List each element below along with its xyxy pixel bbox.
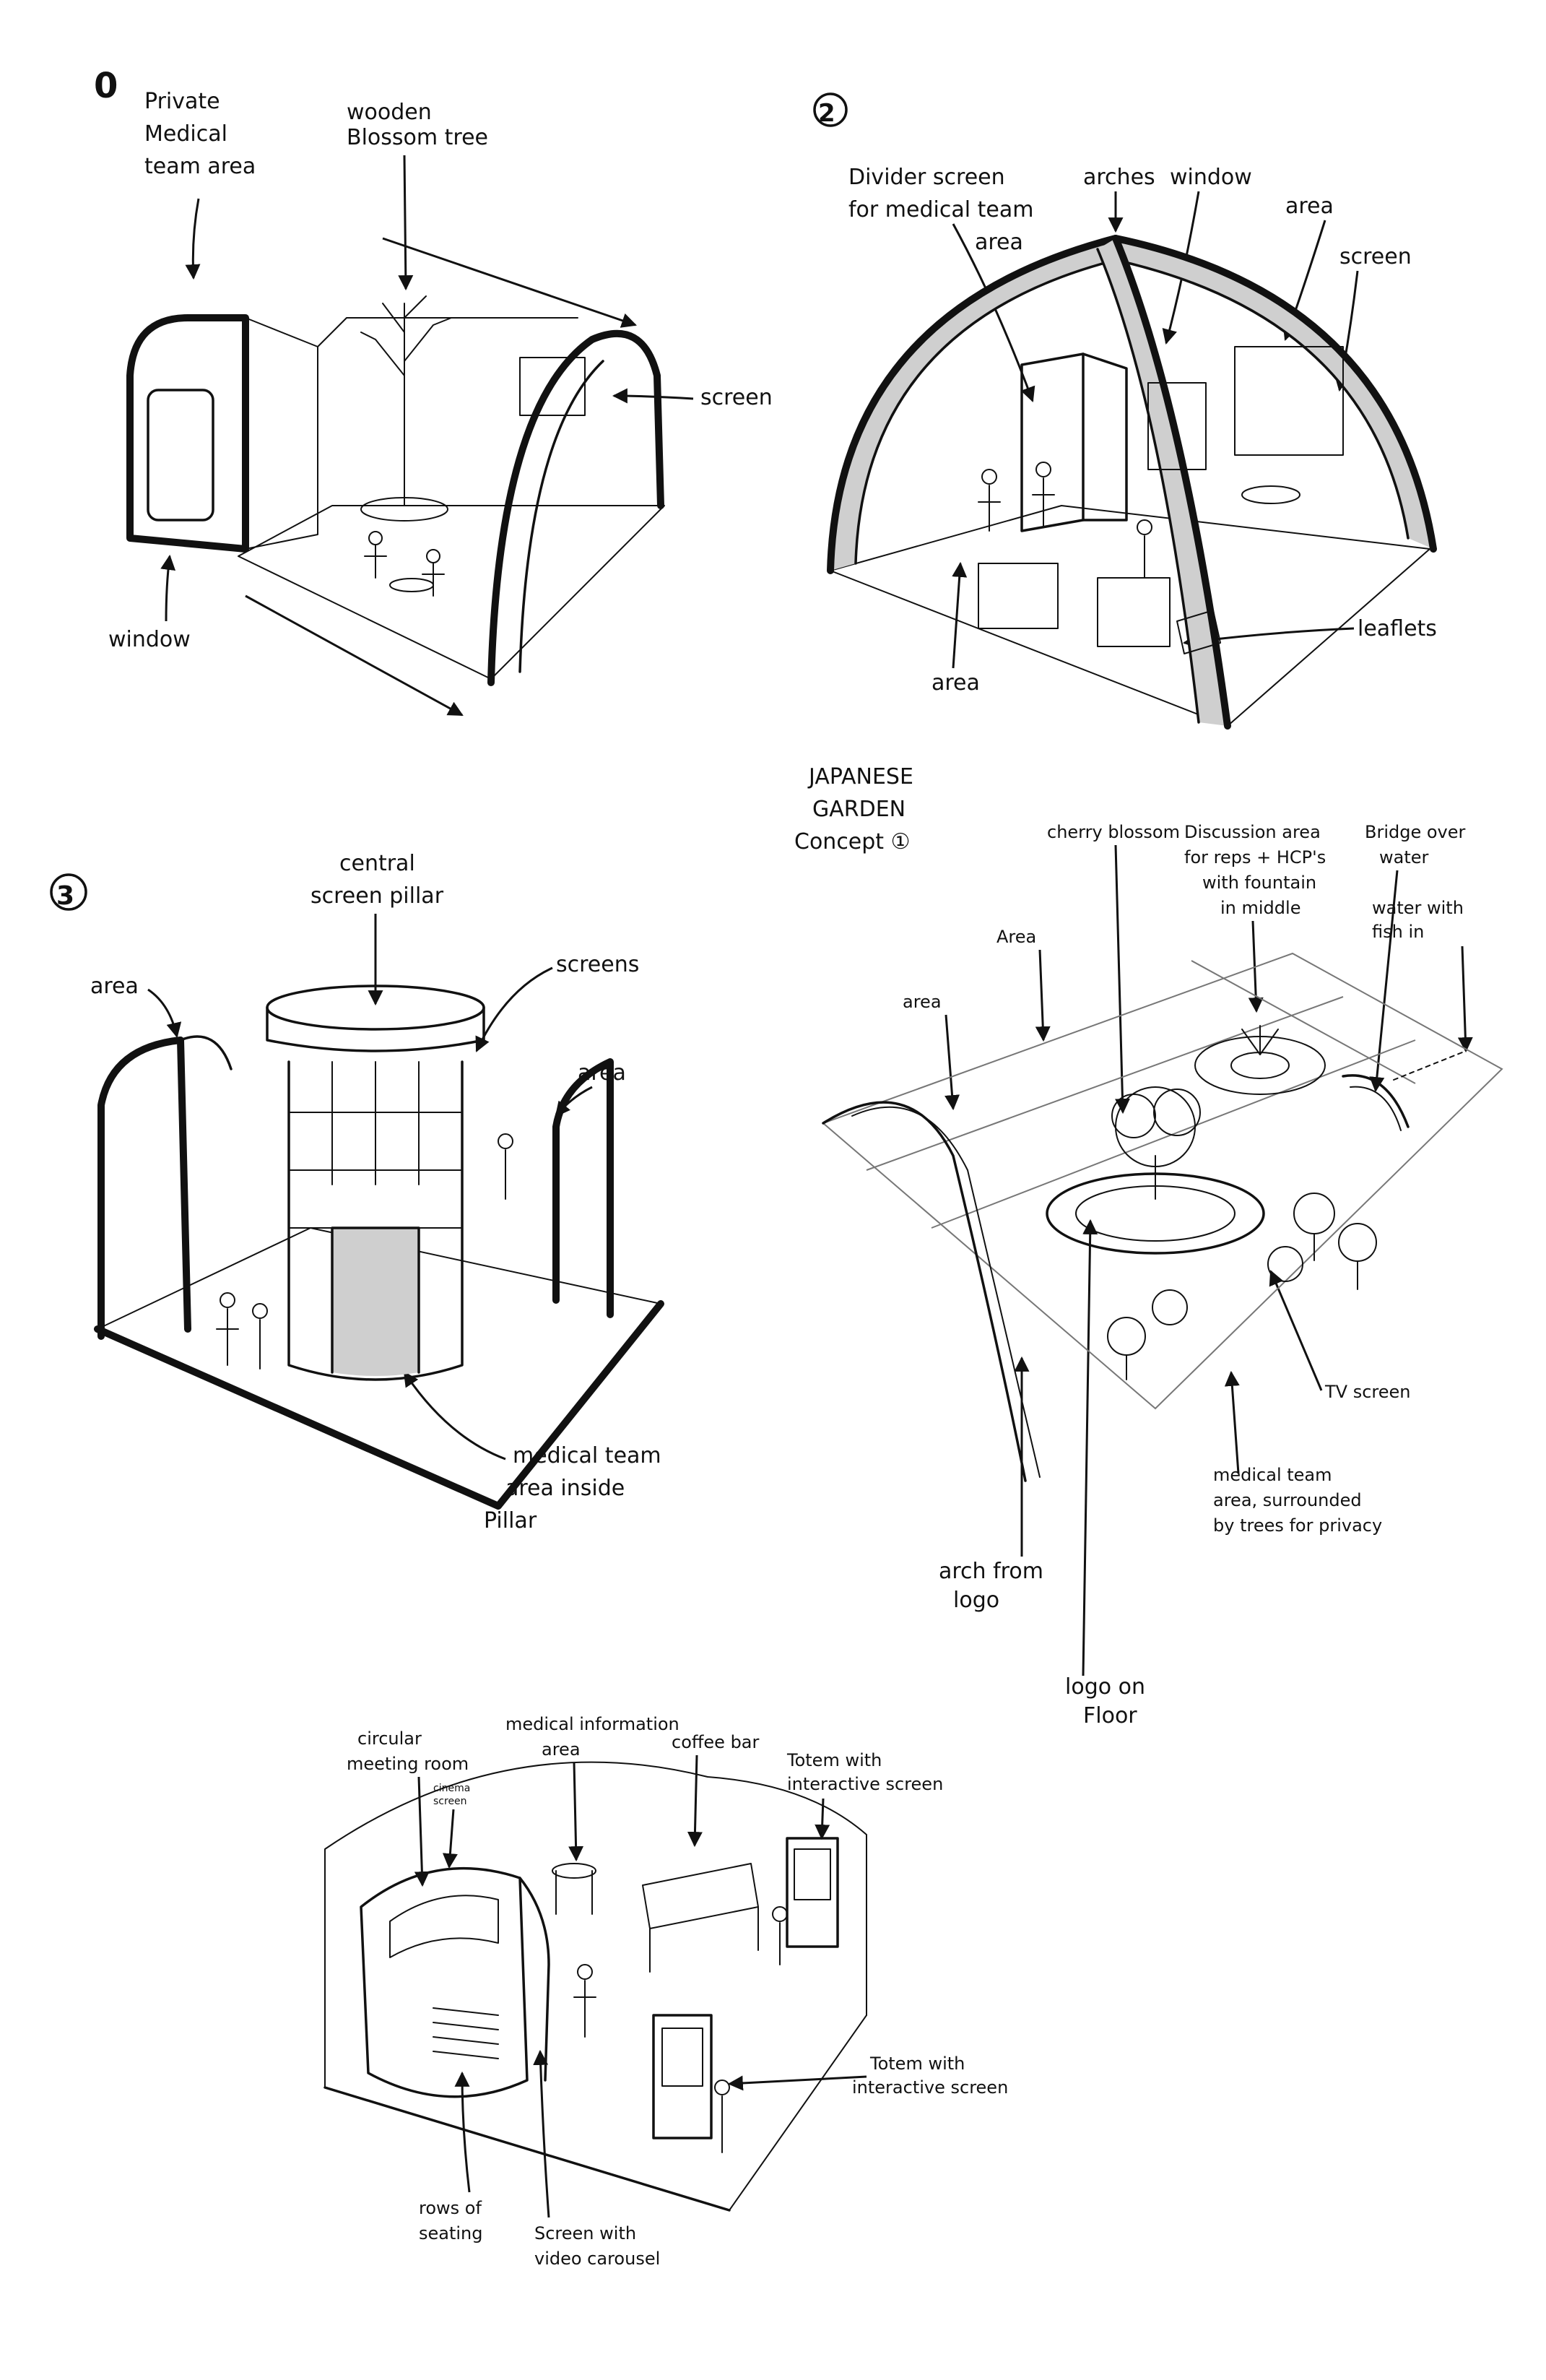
label-rows-1: rows of bbox=[419, 2198, 482, 2218]
label-private-area-2: Medical bbox=[144, 121, 227, 147]
label-bridge-2: water bbox=[1379, 847, 1429, 867]
label-water-1: water with bbox=[1372, 898, 1464, 918]
sketch-5-labels: circular meeting room cinema screen medi… bbox=[347, 1714, 1008, 2269]
title-line-3: Concept ① bbox=[794, 829, 911, 854]
label-area-bottom: area bbox=[931, 670, 980, 696]
label-discussion-4: in middle bbox=[1220, 898, 1300, 918]
label-area-a: Area bbox=[996, 927, 1036, 947]
label-window: window bbox=[1170, 165, 1252, 190]
label-screen: screen bbox=[700, 385, 773, 410]
label-leaflets: leaflets bbox=[1358, 616, 1437, 641]
label-logo-1: logo on bbox=[1065, 1674, 1145, 1700]
sketch-2-labels: Divider screen for medical team area arc… bbox=[848, 165, 1437, 696]
visitor-figures bbox=[364, 531, 445, 597]
sketch-1-private-area-booth: 0 Private Medical team area wooden Bloss… bbox=[94, 66, 773, 717]
sketch-3-labels: central screen pillar screens area area … bbox=[90, 851, 661, 1533]
label-area-left: area bbox=[90, 974, 139, 999]
sketch-2-structure bbox=[827, 235, 1437, 730]
label-cherry: cherry blossom bbox=[1047, 822, 1180, 842]
label-screens: screens bbox=[556, 952, 639, 977]
label-arch-1: arch from bbox=[939, 1559, 1043, 1584]
label-info-2: area bbox=[542, 1739, 581, 1760]
label-medical-2: area, surrounded bbox=[1213, 1490, 1362, 1510]
label-medical-1: medical team bbox=[1213, 1465, 1332, 1485]
sketch-4-labels: cherry blossom Discussion area for reps … bbox=[903, 822, 1466, 1728]
sketch-3-number: 3 bbox=[56, 881, 74, 911]
sketch-1-arrows bbox=[160, 155, 694, 717]
title-line-1: JAPANESE bbox=[807, 764, 913, 789]
visitor-figures bbox=[216, 1133, 513, 1369]
label-totem-top-1: Totem with bbox=[786, 1750, 882, 1770]
label-bridge-1: Bridge over bbox=[1365, 822, 1466, 842]
label-divider-2: for medical team bbox=[848, 197, 1033, 222]
bridge-icon bbox=[1342, 1074, 1410, 1131]
label-medical-3: by trees for privacy bbox=[1213, 1515, 1382, 1536]
label-arch-2: logo bbox=[953, 1588, 999, 1613]
label-medical-3: Pillar bbox=[484, 1508, 537, 1533]
label-discussion-2: for reps + HCP's bbox=[1184, 847, 1326, 867]
blossom-tree-icon bbox=[360, 295, 452, 522]
label-private-area-1: Private bbox=[144, 89, 220, 114]
sketch-2-number: 2 bbox=[818, 99, 835, 128]
title-line-2: GARDEN bbox=[812, 797, 906, 822]
label-tree-2: Blossom tree bbox=[347, 125, 488, 150]
sketch-5-meeting-room-booth: circular meeting room cinema screen medi… bbox=[323, 1714, 1008, 2269]
label-info-1: medical information bbox=[505, 1714, 679, 1734]
sketch-1-labels: Private Medical team area wooden Blossom… bbox=[108, 89, 773, 652]
label-tv: TV screen bbox=[1324, 1382, 1411, 1402]
label-medical-2: area inside bbox=[505, 1476, 625, 1501]
visitor-figures bbox=[573, 1906, 788, 2153]
label-arches: arches bbox=[1083, 165, 1155, 190]
label-divider-1: Divider screen bbox=[848, 165, 1005, 190]
central-tree-icon bbox=[1111, 1086, 1201, 1200]
fountain-icon bbox=[1194, 1025, 1326, 1095]
sketch-3-pillar-booth: 3 central screen pillar screens area are… bbox=[50, 851, 664, 1533]
label-meeting-1: circular bbox=[357, 1728, 422, 1749]
sketch-4-plan bbox=[822, 952, 1503, 1482]
sketch-2-arched-booth: 2 Divider screen for medical team area a… bbox=[813, 92, 1437, 730]
sketch-5-structure bbox=[323, 1761, 867, 2212]
sketch-3-structure bbox=[94, 985, 664, 1510]
leaflet-stand-icon bbox=[1176, 610, 1221, 654]
sketch-5-arrows bbox=[414, 1754, 867, 2218]
garden-trees bbox=[1107, 1193, 1377, 1380]
label-discussion-3: with fountain bbox=[1202, 873, 1316, 893]
sketch-3-central-pillar bbox=[266, 985, 485, 1381]
label-water-2: fish in bbox=[1372, 922, 1424, 942]
label-private-area-3: team area bbox=[144, 154, 256, 179]
label-coffee: coffee bar bbox=[672, 1732, 760, 1752]
label-divider-3: area bbox=[975, 230, 1023, 255]
label-carousel-1: Screen with bbox=[534, 2223, 636, 2243]
totem-icon-top bbox=[786, 1837, 839, 1948]
label-window: window bbox=[108, 627, 191, 652]
info-table-icon bbox=[552, 1863, 596, 1915]
label-area-top: area bbox=[1285, 194, 1334, 219]
label-carousel-2: video carousel bbox=[534, 2249, 660, 2269]
label-cinema-2: screen bbox=[433, 1796, 467, 1807]
sketch-1-number: 0 bbox=[94, 66, 118, 106]
label-totem-bottom-1: Totem with bbox=[869, 2054, 965, 2074]
label-pillar-2: screen pillar bbox=[310, 883, 444, 909]
sketch-1-booth-structure bbox=[126, 295, 665, 686]
label-meeting-2: meeting room bbox=[347, 1754, 469, 1774]
totem-icon-bottom bbox=[652, 2014, 713, 2139]
label-rows-2: seating bbox=[419, 2223, 483, 2243]
label-totem-top-2: interactive screen bbox=[787, 1774, 943, 1794]
sketch-4-title: JAPANESE GARDEN Concept ① bbox=[794, 764, 913, 854]
label-cinema-1: cinema bbox=[433, 1783, 470, 1794]
visitor-figures bbox=[978, 462, 1300, 579]
label-area-b: area bbox=[903, 992, 942, 1012]
sketch-4-japanese-garden: JAPANESE GARDEN Concept ① cherry blossom… bbox=[794, 764, 1503, 1728]
label-discussion-1: Discussion area bbox=[1184, 822, 1321, 842]
label-pillar-1: central bbox=[339, 851, 415, 876]
label-totem-bottom-2: interactive screen bbox=[852, 2077, 1008, 2098]
coffee-bar-icon bbox=[642, 1863, 759, 1973]
label-logo-2: Floor bbox=[1083, 1703, 1137, 1728]
label-screen: screen bbox=[1339, 244, 1412, 269]
label-tree-1: wooden bbox=[347, 100, 432, 125]
sketch-4-arrows bbox=[944, 844, 1473, 1676]
